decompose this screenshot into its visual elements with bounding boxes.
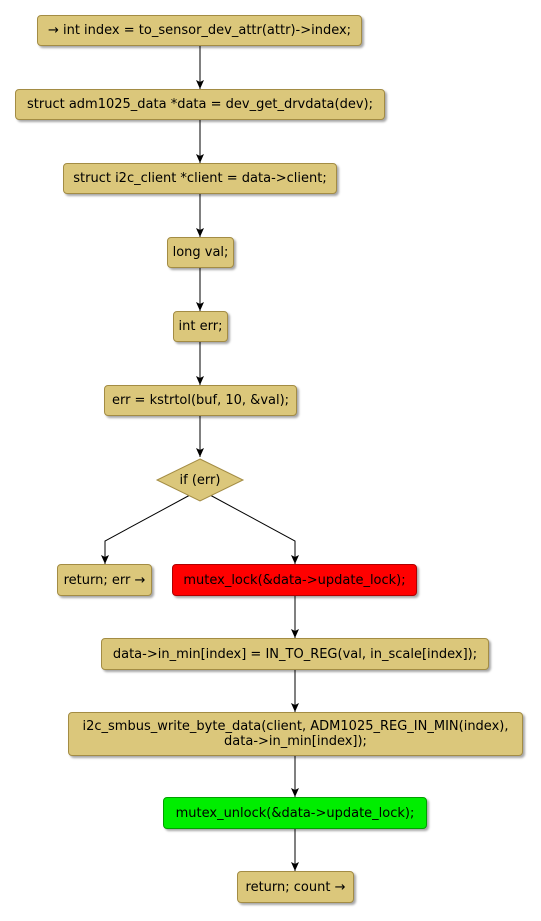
- node-label: int err;: [178, 319, 223, 334]
- flow-node-val-decl: long val;: [167, 237, 234, 268]
- node-label: long val;: [172, 245, 229, 260]
- flow-node-data-decl: struct adm1025_data *data = dev_get_drvd…: [15, 89, 385, 120]
- flow-node-mutex-lock: mutex_lock(&data->update_lock);: [172, 564, 417, 596]
- node-label: struct i2c_client *client = data->client…: [73, 171, 327, 186]
- node-label: return; count →: [245, 879, 346, 895]
- flow-node-index-assign: → int index = to_sensor_dev_attr(attr)->…: [37, 15, 362, 46]
- node-label: data->in_min[index] = IN_TO_REG(val, in_…: [112, 646, 478, 662]
- flow-node-mutex-unlock: mutex_unlock(&data->update_lock);: [163, 797, 427, 829]
- decision-label: if (err): [179, 472, 221, 488]
- node-label: mutex_lock(&data->update_lock);: [183, 572, 406, 588]
- edge-decision-return-err: [101, 494, 191, 564]
- flow-node-i2c-write: i2c_smbus_write_byte_data(client, ADM102…: [68, 712, 523, 756]
- flow-node-err-decl: int err;: [173, 311, 228, 342]
- flow-node-return-err: return; err →: [57, 564, 152, 596]
- node-label: err = kstrtol(buf, 10, &val);: [111, 393, 290, 408]
- edge-decision-mutex-lock: [209, 494, 299, 564]
- node-label: struct adm1025_data *data = dev_get_drvd…: [27, 97, 373, 112]
- flow-node-return-count: return; count →: [237, 871, 354, 903]
- node-label-line-1: i2c_smbus_write_byte_data(client, ADM102…: [82, 719, 509, 734]
- decision-diamond: [155, 458, 245, 502]
- flow-node-client-decl: struct i2c_client *client = data->client…: [63, 163, 337, 194]
- flow-node-kstrtol: err = kstrtol(buf, 10, &val);: [104, 385, 297, 416]
- node-label: → int index = to_sensor_dev_attr(attr)->…: [47, 23, 352, 38]
- node-label: mutex_unlock(&data->update_lock);: [175, 805, 415, 821]
- node-label-line-2: data->in_min[index]);: [224, 734, 367, 749]
- flow-node-in-min-assign: data->in_min[index] = IN_TO_REG(val, in_…: [101, 638, 489, 670]
- node-label: return; err →: [63, 572, 146, 588]
